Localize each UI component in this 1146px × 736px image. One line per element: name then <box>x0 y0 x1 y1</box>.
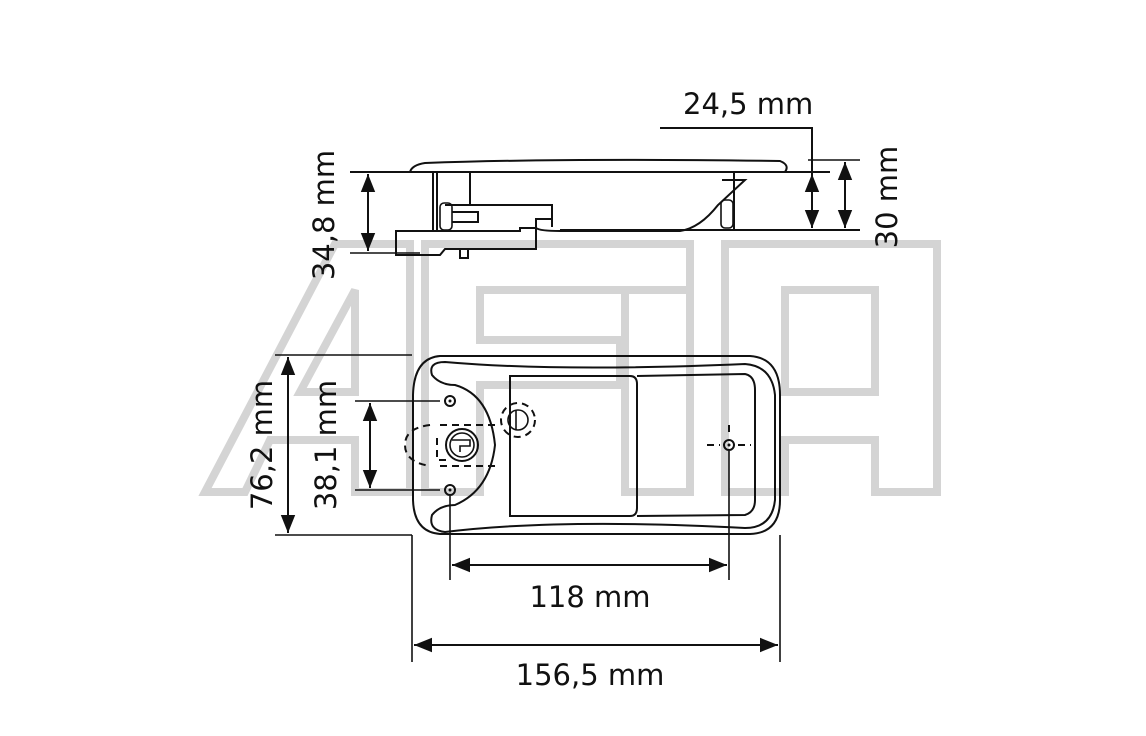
dim-label-76-2: 76,2 mm <box>245 380 279 510</box>
dim-label-156-5: 156,5 mm <box>516 658 665 692</box>
side-view <box>350 158 860 259</box>
dim-label-118: 118 mm <box>529 580 650 614</box>
leader-24-5 <box>660 127 813 228</box>
watermark-logo <box>198 240 941 496</box>
dim-label-24-5: 24,5 mm <box>683 87 813 121</box>
front-view <box>403 355 781 535</box>
dim-label-30: 30 mm <box>870 146 904 249</box>
dim-label-34-8: 34,8 mm <box>307 150 341 280</box>
dim-label-38-1: 38,1 mm <box>309 380 343 510</box>
